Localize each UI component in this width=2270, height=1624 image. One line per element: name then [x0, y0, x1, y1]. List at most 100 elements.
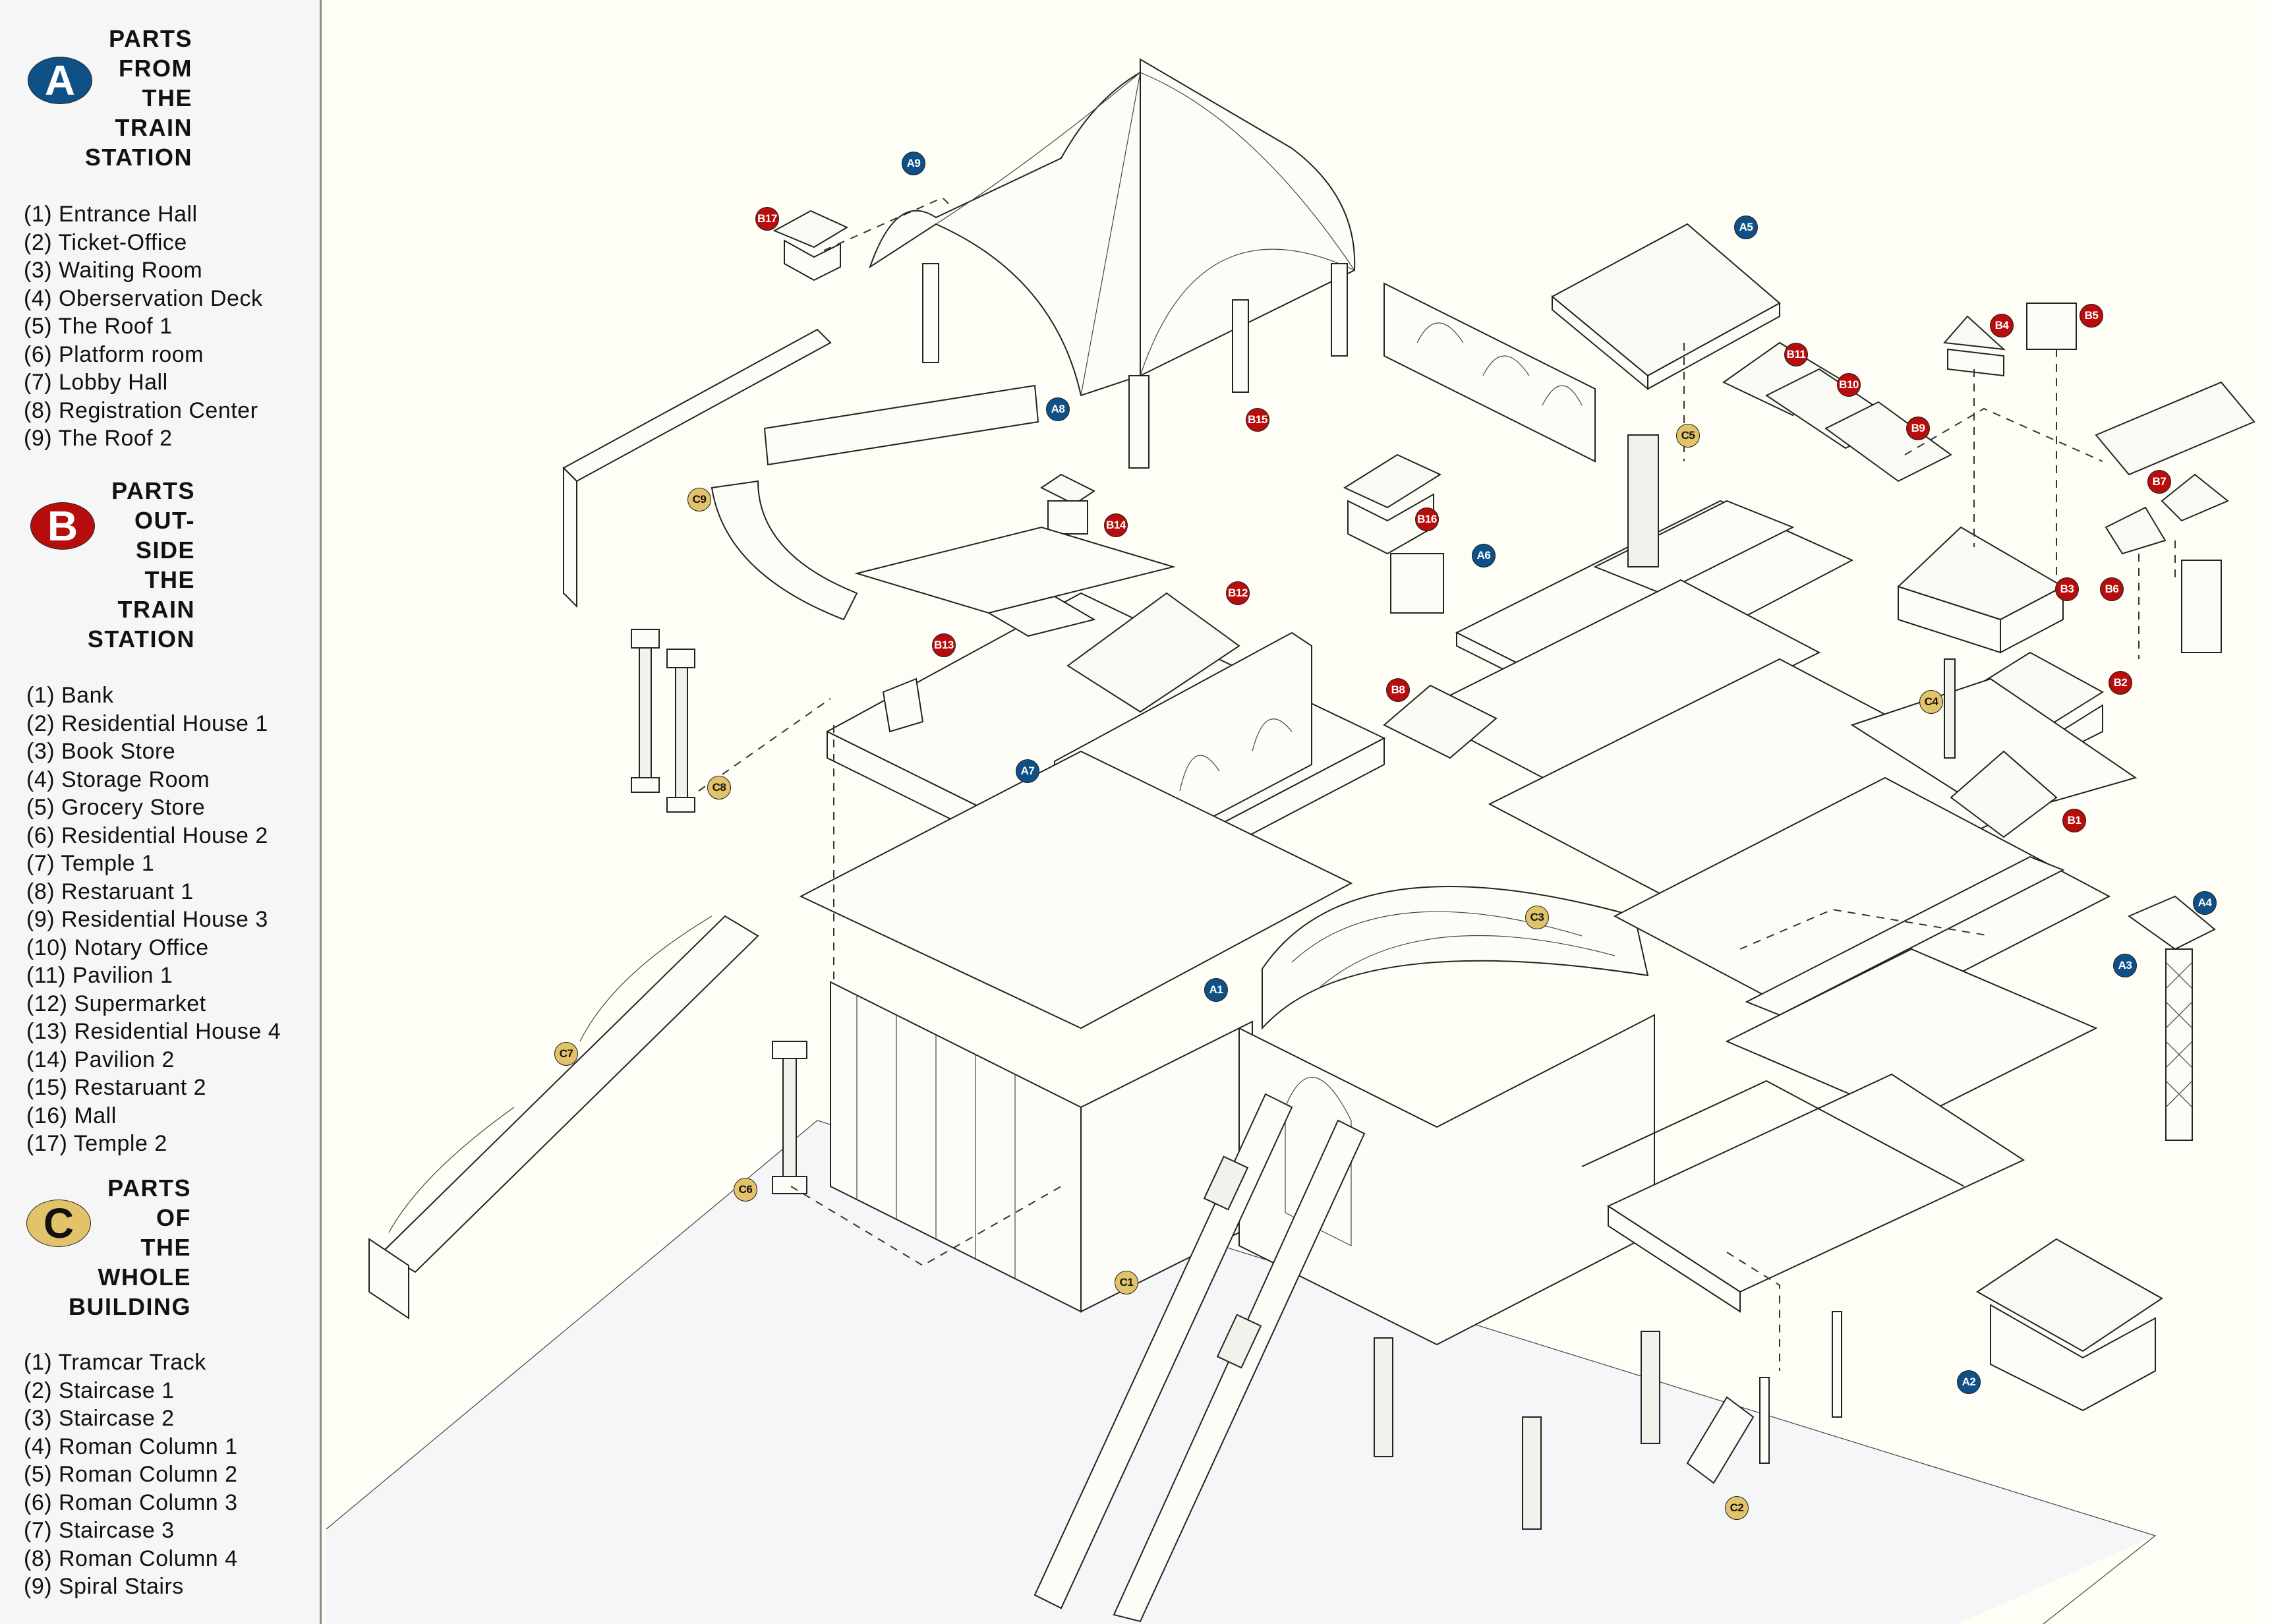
legend-item: (16) Mall	[26, 1103, 117, 1128]
arch-wall	[1383, 282, 1596, 463]
callout-badge-b2[interactable]: B2	[2109, 671, 2132, 695]
callout-badge-c5[interactable]: C5	[1676, 424, 1700, 448]
legend-item: (4) Roman Column 1	[24, 1434, 238, 1459]
legend-sidebar: A PARTS FROM THE TRAIN STATION (1) Entra…	[0, 0, 322, 1624]
legend-badge-c: C	[26, 1200, 91, 1247]
legend-section-a: A PARTS FROM THE TRAIN STATION (1) Entra…	[0, 24, 322, 451]
callout-badge-a4[interactable]: A4	[2193, 891, 2217, 915]
legend-item: (9) The Roof 2	[24, 426, 173, 451]
legend-section-c: C PARTS OF THE WHOLE BUILDING (1) Tramca…	[0, 1173, 322, 1599]
mall-restaurant	[1343, 453, 1498, 759]
legend-header-b: B PARTS OUT- SIDE THE TRAIN STATION	[0, 476, 322, 652]
title-line: STATION	[84, 144, 192, 171]
callout-badge-b13[interactable]: B13	[932, 633, 956, 657]
callout-badge-b8[interactable]: B8	[1386, 678, 1410, 702]
callout-badge-a1[interactable]: A1	[1204, 978, 1228, 1002]
legend-title-c: PARTS OF THE WHOLE BUILDING	[69, 1173, 191, 1321]
legend-item: (3) Staircase 2	[24, 1406, 175, 1431]
callout-badge-a5[interactable]: A5	[1734, 216, 1758, 239]
legend-item: (4) Oberservation Deck	[24, 285, 263, 311]
legend-item: (5) Grocery Store	[26, 795, 206, 820]
roman-columns	[631, 629, 695, 813]
title-line: FROM	[119, 55, 192, 82]
observation-deck	[2127, 895, 2216, 1141]
callout-badge-c7[interactable]: C7	[554, 1042, 578, 1066]
entrance-hall	[1238, 886, 1655, 1346]
callout-badge-b9[interactable]: B9	[1906, 417, 1930, 440]
legend-item: (1) Entrance Hall	[24, 202, 198, 227]
legend-item: (8) Roman Column 4	[24, 1546, 238, 1571]
callout-badge-b14[interactable]: B14	[1104, 513, 1128, 537]
callout-badge-a2[interactable]: A2	[1957, 1370, 1981, 1394]
callout-badge-c4[interactable]: C4	[1919, 690, 1943, 714]
callout-badge-b6[interactable]: B6	[2100, 577, 2124, 601]
legend-item: (12) Supermarket	[26, 991, 206, 1016]
title-line: SIDE	[135, 536, 195, 564]
callout-badge-b3[interactable]: B3	[2055, 577, 2079, 601]
legend-item: (14) Pavilion 2	[26, 1047, 175, 1072]
callout-badge-b16[interactable]: B16	[1415, 508, 1439, 531]
registration-center	[562, 328, 1039, 621]
title-line: TRAIN	[117, 596, 195, 623]
roof-2-vault	[869, 58, 1356, 469]
legend-item: (1) Tramcar Track	[24, 1350, 206, 1375]
callout-badge-b15[interactable]: B15	[1246, 408, 1269, 432]
title-line: WHOLE	[98, 1263, 191, 1290]
callout-badge-b4[interactable]: B4	[1990, 314, 2014, 337]
title-line: PARTS	[111, 477, 195, 504]
legend-title-a: PARTS FROM THE TRAIN STATION	[85, 24, 192, 172]
legend-item: (8) Restaruant 1	[26, 879, 194, 904]
assembly-guide-lines	[698, 196, 2176, 1371]
callout-badge-b11[interactable]: B11	[1784, 343, 1808, 366]
legend-item: (6) Platform room	[24, 341, 204, 367]
legend-title-b: PARTS OUT- SIDE THE TRAIN STATION	[88, 476, 195, 654]
callout-badge-a6[interactable]: A6	[1472, 544, 1496, 567]
legend-item: (9) Residential House 3	[26, 907, 268, 932]
legend-item: (2) Ticket-Office	[24, 229, 187, 255]
legend-item: (3) Waiting Room	[24, 258, 203, 283]
title-line: PARTS	[109, 25, 192, 52]
callout-badge-b12[interactable]: B12	[1226, 581, 1250, 605]
legend-item: (2) Residential House 1	[26, 710, 268, 736]
support-columns	[1374, 1311, 1842, 1530]
callout-badge-a3[interactable]: A3	[2113, 954, 2137, 977]
title-line: STATION	[87, 625, 195, 652]
legend-item: (13) Residential House 4	[26, 1019, 281, 1044]
legend-item: (7) Temple 1	[26, 851, 155, 876]
callout-badge-c8[interactable]: C8	[707, 776, 731, 799]
callout-badge-b7[interactable]: B7	[2147, 470, 2171, 494]
house-cluster	[1722, 303, 2255, 838]
legend-section-b: B PARTS OUT- SIDE THE TRAIN STATION (1) …	[0, 476, 322, 1156]
roof-1	[1551, 223, 1781, 391]
legend-header-c: C PARTS OF THE WHOLE BUILDING	[0, 1173, 322, 1331]
callout-badge-c9[interactable]: C9	[687, 488, 711, 511]
legend-item: (4) Storage Room	[26, 767, 210, 792]
ground-plane-outline	[326, 1120, 2157, 1624]
legend-item: (10) Notary Office	[26, 935, 209, 960]
callout-badge-c3[interactable]: C3	[1525, 906, 1549, 929]
legend-list-b: (1) Bank(2) Residential House 1(3) Book …	[26, 682, 281, 1158]
callout-badge-b10[interactable]: B10	[1837, 373, 1861, 397]
title-line: OUT-	[134, 507, 195, 534]
legend-item: (7) Lobby Hall	[24, 370, 168, 395]
callout-badge-b5[interactable]: B5	[2080, 304, 2103, 328]
callout-badge-b17[interactable]: B17	[755, 207, 779, 231]
temple-2	[772, 210, 849, 281]
legend-header-a: A PARTS FROM THE TRAIN STATION	[0, 24, 322, 182]
legend-item: (17) Temple 2	[26, 1131, 167, 1156]
lower-frame	[799, 750, 1353, 1313]
legend-item: (8) Registration Center	[24, 397, 258, 423]
callout-badge-c6[interactable]: C6	[734, 1178, 757, 1202]
callout-badge-a7[interactable]: A7	[1016, 759, 1039, 783]
legend-list-a: (1) Entrance Hall(2) Ticket-Office (3) Wa…	[24, 200, 262, 453]
platforms-right	[1415, 434, 2111, 1122]
legend-badge-a: A	[28, 57, 92, 104]
callout-badge-c2[interactable]: C2	[1725, 1496, 1749, 1520]
callout-badge-a8[interactable]: A8	[1046, 397, 1070, 421]
title-line: THE	[144, 566, 195, 593]
callout-badge-b1[interactable]: B1	[2062, 809, 2086, 832]
callout-badge-a9[interactable]: A9	[902, 152, 925, 175]
legend-item: (6) Residential House 2	[26, 823, 268, 848]
callout-badge-c1[interactable]: C1	[1115, 1271, 1138, 1294]
